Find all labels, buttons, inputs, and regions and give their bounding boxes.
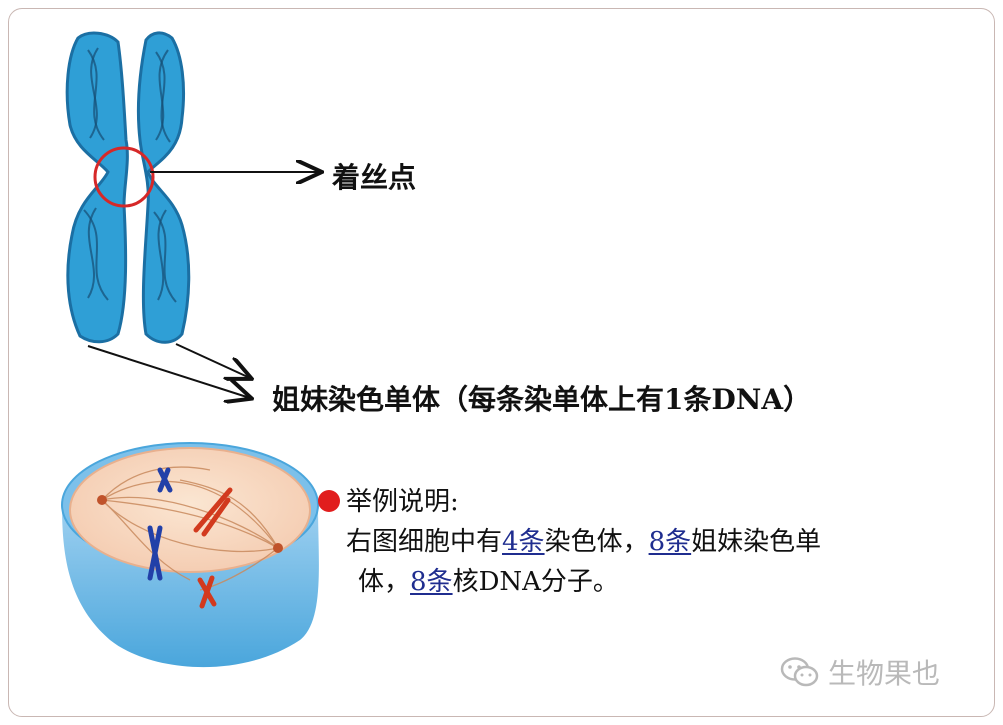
dna-count: 8条 (410, 567, 453, 597)
chromosome-red-upper (193, 487, 233, 537)
cell-cytoplasm (69, 447, 311, 573)
chromosome (65, 31, 191, 344)
centromere-circle (93, 146, 155, 208)
example-line-1: 右图细胞中有4条染色体，8条姐妹染色单 (318, 522, 821, 562)
example-heading: 举例说明: (346, 487, 459, 517)
spindle-fibers (101, 466, 279, 591)
example-line-2: 体，8条核DNA分子。 (318, 562, 821, 602)
example-text: 右图细胞中有 (346, 527, 503, 557)
example-text: 姐妹染色单 (691, 527, 822, 557)
example-text: 核DNA分子。 (452, 567, 619, 597)
example-text: 染色体， (544, 527, 649, 557)
chromosome-blue-lower (147, 525, 163, 581)
chromosome-blue-upper (157, 467, 173, 493)
chromatid-right (136, 31, 191, 344)
example-heading-line: 举例说明: (318, 482, 821, 522)
sister-chromatid-label: 姐妹染色单体（每条染单体上有1条DNA） (272, 383, 812, 416)
centriole-right (273, 543, 283, 553)
watermark-text: 生物果也 (828, 657, 941, 690)
watermark: 生物果也 (780, 652, 940, 692)
chromatid-count: 8条 (648, 527, 692, 557)
wechat-icon (780, 657, 819, 687)
centriole-left (97, 495, 107, 505)
example-block: 举例说明: 右图细胞中有4条染色体，8条姐妹染色单 体，8条核DNA分子。 (318, 482, 821, 602)
centromere-label: 着丝点 (332, 161, 417, 194)
example-text: 体， (358, 567, 411, 597)
chromosome-count: 4条 (502, 527, 545, 557)
cell-diagram (61, 442, 319, 668)
chromosome-red-lower (197, 575, 217, 609)
sister-arrow-lower (87, 345, 250, 398)
sister-arrow-upper (175, 343, 250, 378)
red-bullet-icon (318, 490, 340, 512)
